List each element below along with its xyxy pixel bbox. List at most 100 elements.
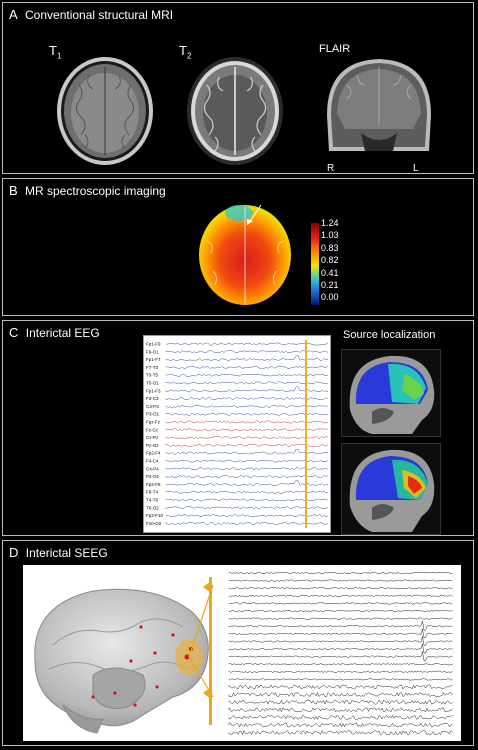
eeg-trace bbox=[165, 521, 329, 525]
right-label: R bbox=[327, 163, 335, 174]
panel-c-title: C Interictal EEG bbox=[9, 325, 100, 340]
eeg-trace bbox=[165, 428, 329, 432]
eeg-marker-line bbox=[305, 340, 307, 528]
eeg-channel-label: Fp2-F4 bbox=[146, 451, 161, 456]
eeg-channel-label: T4-T6 bbox=[146, 498, 158, 503]
eeg-traces: Fp1-F9F9-O1Fp1-F7F7-T3T3-T5T5-O1Fp1-F3F3… bbox=[146, 340, 329, 528]
eeg-channel-label: C3-P3 bbox=[146, 404, 159, 409]
seeg-trace bbox=[228, 594, 453, 597]
eeg-trace bbox=[165, 443, 329, 447]
seeg-trace bbox=[228, 691, 453, 698]
t2-axial-image bbox=[179, 55, 291, 167]
eeg-trace bbox=[165, 490, 329, 494]
source-map-bottom bbox=[341, 443, 441, 535]
eeg-channel-label: T5-O1 bbox=[146, 381, 159, 386]
panel-b: B MR spectroscopic imaging 1.24 1. bbox=[2, 178, 474, 316]
seeg-trace bbox=[228, 643, 453, 654]
seeg-trace bbox=[228, 722, 453, 728]
seeg-trace bbox=[228, 609, 453, 613]
seeg-trace bbox=[228, 628, 453, 639]
seeg-trace bbox=[228, 684, 453, 690]
seeg-trace bbox=[228, 663, 453, 666]
t2-label: T2 bbox=[179, 43, 192, 61]
eeg-trace bbox=[165, 448, 329, 455]
eeg-trace bbox=[165, 506, 329, 510]
eeg-channel-label: Fpz-Fz bbox=[146, 420, 161, 425]
eeg-channel-label: Fp2-F8 bbox=[146, 482, 161, 487]
colorbar-tick: 0.83 bbox=[321, 242, 339, 253]
mrsi-brain-map bbox=[193, 201, 305, 313]
colorbar-tick: 1.03 bbox=[321, 230, 339, 241]
left-label: L bbox=[413, 163, 419, 174]
eeg-trace bbox=[165, 412, 329, 416]
eeg-trace bbox=[165, 436, 329, 440]
colorbar-tick: 0.41 bbox=[321, 267, 339, 278]
t1-label: T1 bbox=[49, 43, 62, 61]
panel-a-title: A Conventional structural MRI bbox=[9, 7, 173, 22]
colorbar-ticks: 1.24 1.03 0.83 0.82 0.41 0.21 0.00 bbox=[321, 217, 339, 304]
eeg-channel-label: T6-O2 bbox=[146, 505, 159, 510]
panel-letter: C bbox=[9, 325, 19, 340]
flair-coronal-image bbox=[317, 55, 441, 159]
eeg-trace bbox=[165, 365, 329, 369]
colorbar bbox=[311, 223, 319, 305]
seeg-trace bbox=[228, 617, 453, 620]
panel-d: D Interictal SEEG bbox=[2, 540, 474, 746]
panel-title-text: Interictal EEG bbox=[25, 326, 100, 340]
panel-c: C Interictal EEG Source localization Fp1… bbox=[2, 320, 474, 536]
seeg-trace bbox=[228, 636, 453, 646]
panel-d-title: D Interictal SEEG bbox=[9, 545, 108, 560]
eeg-trace bbox=[165, 498, 329, 502]
panel-b-title: B MR spectroscopic imaging bbox=[9, 183, 166, 198]
eeg-trace bbox=[165, 342, 329, 346]
eeg-trace bbox=[165, 420, 329, 424]
seeg-trace bbox=[228, 621, 453, 631]
panel-title-text: MR spectroscopic imaging bbox=[25, 184, 166, 198]
panel-title-text: Interictal SEEG bbox=[25, 546, 108, 560]
eeg-channel-label: F3-C3 bbox=[146, 396, 159, 401]
eeg-channel-label: Fp1-F9 bbox=[146, 342, 161, 347]
seeg-figure bbox=[23, 565, 461, 741]
panel-letter: A bbox=[9, 7, 18, 22]
eeg-channel-label: F7-T3 bbox=[146, 365, 158, 370]
panel-letter: D bbox=[9, 545, 19, 560]
eeg-channel-label: F10-O2 bbox=[146, 521, 162, 526]
eeg-channel-label: Pz-Oz bbox=[146, 443, 159, 448]
eeg-channel-label: C4-P4 bbox=[146, 466, 159, 471]
source-localization-title: Source localization bbox=[343, 329, 436, 341]
seeg-trace bbox=[228, 670, 453, 673]
seeg-trace bbox=[228, 714, 453, 720]
eeg-channel-label: Fp1-F7 bbox=[146, 357, 161, 362]
eeg-trace bbox=[165, 480, 329, 486]
colorbar-tick: 0.82 bbox=[321, 255, 339, 266]
brain-surface-render bbox=[34, 577, 214, 734]
seeg-trace bbox=[228, 602, 453, 605]
seeg-trace bbox=[228, 587, 453, 590]
seeg-trace bbox=[228, 571, 453, 575]
eeg-trace bbox=[165, 404, 329, 408]
source-map-top bbox=[341, 349, 441, 437]
eeg-trace bbox=[165, 350, 329, 354]
eeg-trace bbox=[165, 381, 329, 385]
eeg-trace bbox=[165, 459, 329, 463]
eeg-trace bbox=[165, 373, 329, 377]
eeg-trace bbox=[165, 397, 329, 401]
eeg-trace bbox=[165, 475, 329, 479]
eeg-channel-label: Fp2-F10 bbox=[146, 513, 164, 518]
eeg-trace bbox=[165, 514, 329, 518]
colorbar-tick: 0.00 bbox=[321, 292, 339, 303]
seeg-traces bbox=[228, 567, 454, 739]
seeg-trace bbox=[228, 579, 453, 582]
eeg-channel-label: Fz-Cz bbox=[146, 427, 159, 432]
eeg-channel-label: F8-T4 bbox=[146, 490, 158, 495]
flair-label: FLAIR bbox=[319, 43, 351, 55]
panel-a: A Conventional structural MRI T1 T2 FLAI… bbox=[2, 2, 474, 174]
seeg-trace bbox=[228, 707, 453, 713]
eeg-channel-label: Cz-Pz bbox=[146, 435, 159, 440]
eeg-channel-label: T3-T5 bbox=[146, 373, 158, 378]
t1-axial-image bbox=[49, 55, 161, 167]
eeg-channel-label: P4-O2 bbox=[146, 474, 160, 479]
eeg-trace bbox=[165, 386, 329, 393]
seeg-trace bbox=[228, 651, 453, 661]
